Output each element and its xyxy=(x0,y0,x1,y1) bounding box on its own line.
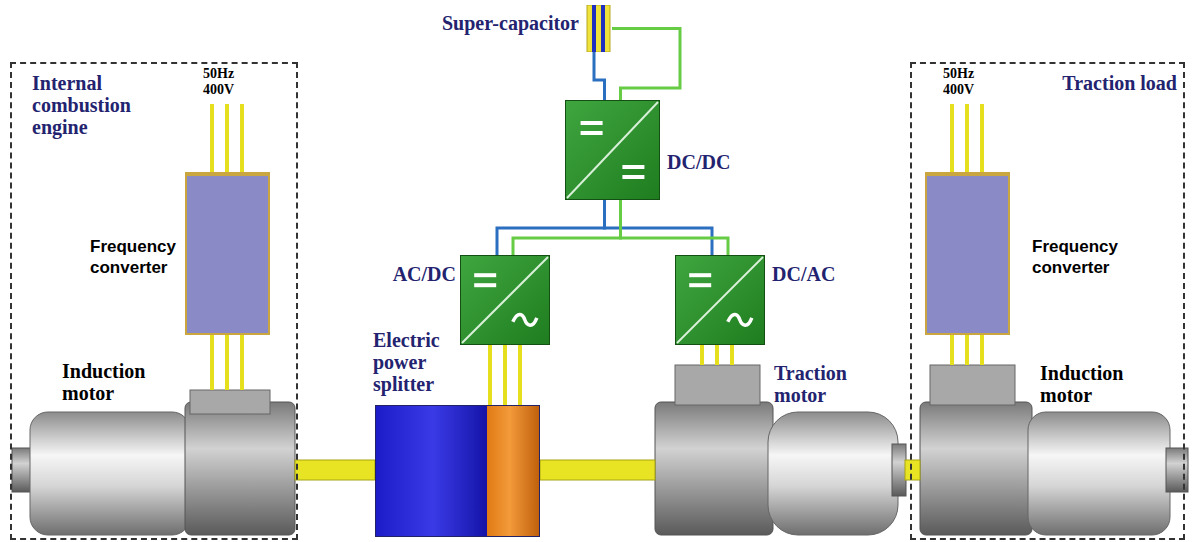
induction-motor: Induction motor xyxy=(920,365,1188,535)
node-label: Internal combustion engine xyxy=(32,72,172,138)
node-label: Electric power splitter xyxy=(373,329,473,395)
traction-motor: Traction motor xyxy=(655,365,905,535)
power-wire xyxy=(490,345,520,405)
traction-load-region: Traction loadFrequency converterInductio… xyxy=(910,62,1185,540)
drive-shaft xyxy=(540,460,655,480)
power-splitter: Electric power splitter xyxy=(375,405,540,537)
node-label: Frequency converter xyxy=(1032,236,1144,278)
power-wire xyxy=(952,335,982,365)
capacitor-symbol xyxy=(585,5,612,52)
supercapacitor: Super-capacitor xyxy=(585,5,612,52)
supply-label: 50Hz 400V xyxy=(203,66,251,98)
node-label: DC/DC xyxy=(667,151,752,173)
node-label: AC/DC xyxy=(376,263,456,285)
ac-dc-converter: AC/DC xyxy=(460,255,550,345)
frequency-converter: Frequency converter xyxy=(925,172,1010,335)
node-label: DC/AC xyxy=(772,263,857,285)
node-label: Induction motor xyxy=(62,360,180,404)
drive-shaft xyxy=(905,460,920,480)
supply-label: 50Hz 400V xyxy=(943,66,991,98)
converter-symbol xyxy=(460,255,550,345)
converter-symbol xyxy=(675,255,765,345)
node-label: Induction motor xyxy=(1040,362,1162,406)
drive-shaft xyxy=(295,460,375,480)
power-wire xyxy=(702,345,732,365)
engine-region: Internal combustion engineFrequency conv… xyxy=(10,62,298,540)
frequency-converter: Frequency converter xyxy=(185,172,270,335)
converter-symbol xyxy=(565,100,660,200)
node-label: Traction motor xyxy=(774,362,886,406)
power-wire xyxy=(497,200,621,255)
power-wire xyxy=(605,200,729,255)
node-label: Super-capacitor xyxy=(395,12,579,34)
node-label: Frequency converter xyxy=(90,236,184,278)
dc-dc-converter: DC/DC xyxy=(565,100,660,200)
induction-motor: Induction motor xyxy=(12,390,295,535)
power-wire xyxy=(212,335,242,390)
node-label: Traction load xyxy=(1057,72,1177,94)
dc-ac-converter: DC/AC xyxy=(675,255,765,345)
